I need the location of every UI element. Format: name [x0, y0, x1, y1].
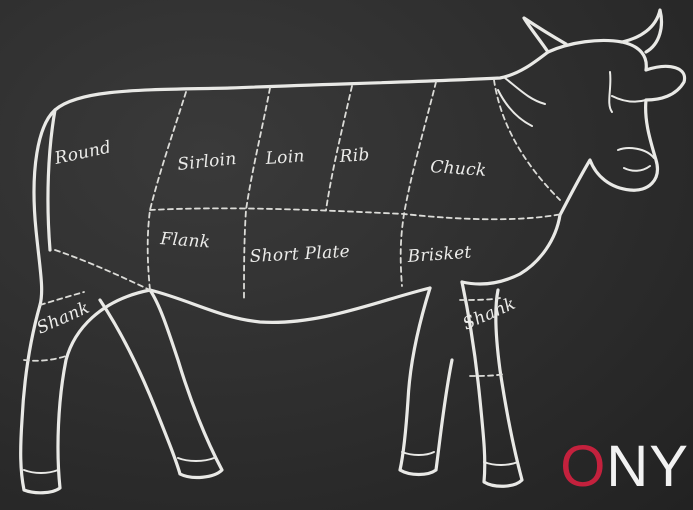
label-loin: Loin [264, 146, 305, 169]
front-hoof-line [402, 452, 434, 455]
rear-hoof-line [24, 470, 58, 473]
cut-line-sirloin-loin [244, 88, 270, 300]
ear-detail [609, 72, 646, 112]
label-rib: Rib [338, 145, 370, 167]
logo-letters-ny: NY [606, 438, 689, 496]
front-hoof-line-2 [484, 462, 518, 465]
cut-line-rear-shank-bottom [24, 356, 66, 361]
back-outline [55, 52, 548, 110]
nose-detail [618, 148, 654, 171]
belly-outline [150, 288, 430, 322]
cut-line-round-lower [55, 250, 150, 290]
cut-line-round-sirloin [148, 92, 186, 290]
horn-right [622, 10, 661, 52]
cut-line-front-shank-bottom [470, 374, 504, 376]
label-short-plate: Short Plate [249, 242, 350, 267]
rear-hoof-line-2 [178, 458, 214, 461]
label-chuck: Chuck [430, 157, 487, 181]
brand-logo: ONY [560, 438, 689, 496]
label-sirloin: Sirloin [176, 149, 237, 175]
cut-line-chuck-neck [494, 80, 560, 200]
tail-outline [34, 110, 55, 305]
chest-outline [462, 215, 560, 284]
label-flank: Flank [159, 229, 211, 253]
label-brisket: Brisket [406, 243, 472, 267]
label-round: Round [52, 137, 113, 169]
logo-letter-o: O [560, 438, 606, 496]
cut-line-horizontal-mid [150, 208, 562, 219]
head-outline [548, 40, 685, 215]
